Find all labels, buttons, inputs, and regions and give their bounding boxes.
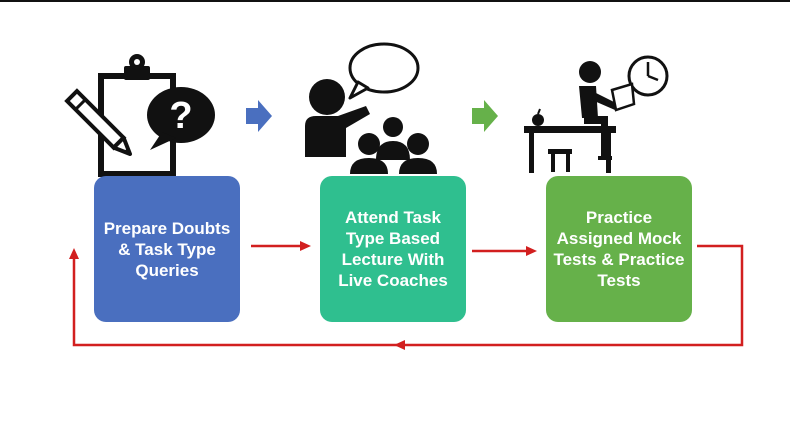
arrow-right-green-icon <box>472 100 498 132</box>
arrow-right-blue-icon <box>246 100 272 132</box>
student-study-clock-icon <box>524 55 669 173</box>
loop-back-connector <box>69 244 744 350</box>
step-label: Attend Task Type Based Lecture With Live… <box>338 208 448 290</box>
step-label: Prepare Doubts & Task Type Queries <box>103 218 231 280</box>
step-box-prepare-doubts: Prepare Doubts & Task Type Queries <box>94 176 240 322</box>
step-box-practice-tests: Practice Assigned Mock Tests & Practice … <box>546 176 692 322</box>
top-border-line <box>0 0 790 2</box>
clipboard-question-icon: ? <box>64 54 215 177</box>
forward-connector-2 <box>472 246 537 256</box>
step-label: Practice Assigned Mock Tests & Practice … <box>553 208 685 290</box>
step-box-attend-lecture: Attend Task Type Based Lecture With Live… <box>320 176 466 322</box>
teacher-lecture-icon <box>305 42 437 174</box>
forward-connector-1 <box>251 241 311 251</box>
svg-text:?: ? <box>169 95 192 137</box>
